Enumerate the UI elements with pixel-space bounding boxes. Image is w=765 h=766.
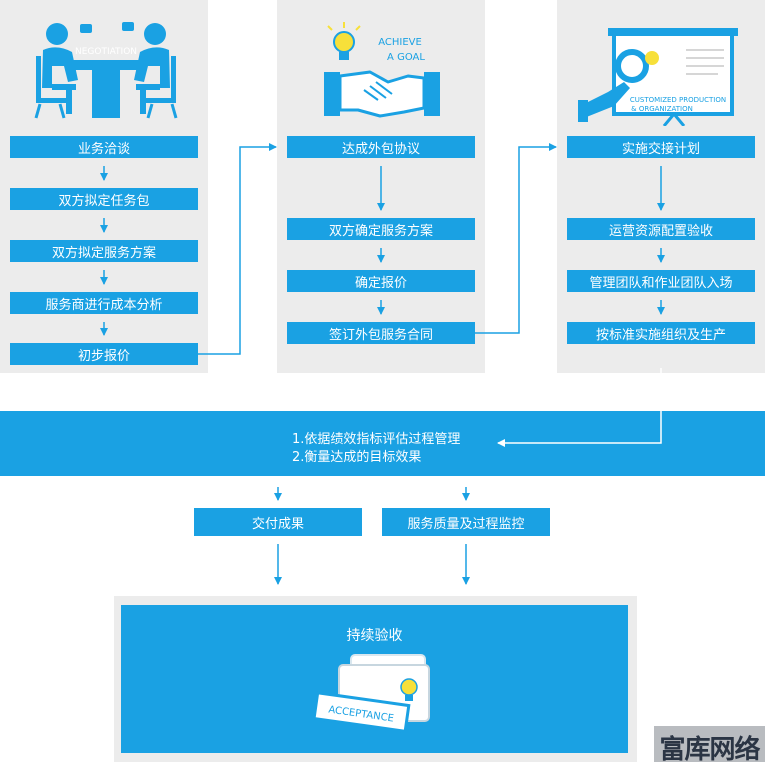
watermark-text: 富库网络 [659,735,760,765]
acceptance-title: 持续验收 [346,628,403,644]
column-1-step-2: 双方拟定服务方案 [10,240,198,262]
production-illustration: CUSTOMIZED PRODUCTION & ORGANIZATION [578,22,744,127]
handshake-illustration: ACHIEVE A GOAL [318,20,446,128]
achieve-caption-line-1: ACHIEVE [378,37,422,48]
production-caption-line-2: & ORGANIZATION [631,105,693,113]
output-deliverables: 交付成果 [194,508,362,536]
column-3-step-2: 管理团队和作业团队入场 [567,270,755,292]
evaluation-line-2: 2.衡量达成的目标效果 [292,450,422,465]
column-3-step-1: 运营资源配置验收 [567,218,755,240]
column-1-step-3: 服务商进行成本分析 [10,292,198,314]
output-quality-monitoring: 服务质量及过程监控 [382,508,550,536]
column-3-header: 实施交接计划 [567,136,755,158]
evaluation-line-1: 1.依据绩效指标评估过程管理 [292,432,461,447]
column-1-step-4: 初步报价 [10,343,198,365]
production-caption-line-1: CUSTOMIZED PRODUCTION [630,96,726,104]
column-2-step-3: 签订外包服务合同 [287,322,475,344]
acceptance-box: 持续验收 ACCEPTANCE [121,605,628,753]
column-2-step-2: 确定报价 [287,270,475,292]
acceptance-stamp-icon: ACCEPTANCE [312,654,430,733]
column-2-step-1: 双方确定服务方案 [287,218,475,240]
watermark: 富库网络 [654,726,765,765]
column-3-step-3: 按标准实施组织及生产 [567,322,755,344]
achieve-caption-line-2: A GOAL [387,52,425,63]
column-1-step-1: 双方拟定任务包 [10,188,198,210]
column-1-header: 业务洽谈 [10,136,198,158]
negotiation-illustration: NEGOTIATION [30,18,182,126]
column-2-header: 达成外包协议 [287,136,475,158]
negotiation-caption: NEGOTIATION [75,47,137,57]
